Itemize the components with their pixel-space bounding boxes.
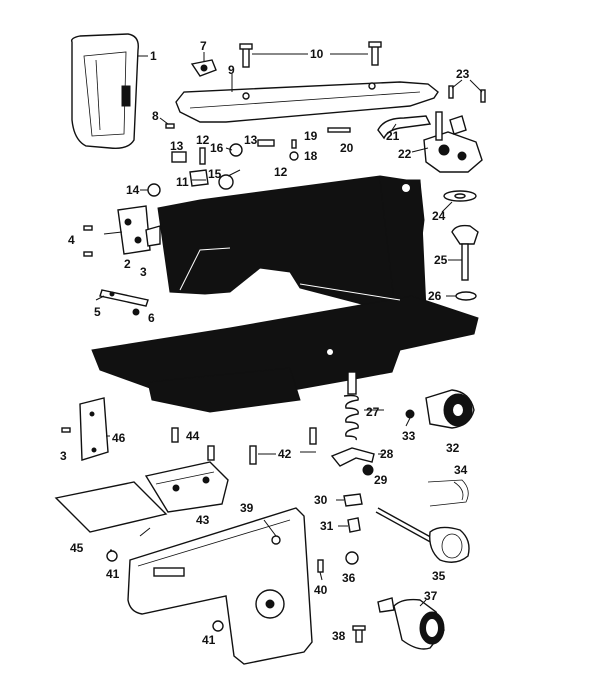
machine-body-casting xyxy=(91,175,479,413)
thread-guide-part-7 xyxy=(190,59,217,77)
callout-34: 34 xyxy=(454,463,468,477)
washer-part-24 xyxy=(443,190,477,202)
callout-40: 40 xyxy=(314,583,328,597)
callout-42: 42 xyxy=(278,447,292,461)
screw-part-38 xyxy=(352,625,366,643)
lever-part-28 xyxy=(330,447,375,476)
screw-part-42 xyxy=(249,427,317,465)
washer-part-26 xyxy=(455,291,477,301)
callout-23: 23 xyxy=(456,67,470,81)
leader-lines xyxy=(95,52,483,607)
callout-13a: 13 xyxy=(170,139,184,153)
screw-part-23 xyxy=(448,85,486,103)
screw-part-40 xyxy=(317,559,324,573)
callout-30: 30 xyxy=(314,493,328,507)
spring-part-27 xyxy=(343,371,359,441)
needle-bar-mechanism-part-22 xyxy=(423,111,483,173)
callout-9: 9 xyxy=(228,63,235,77)
callout-4: 4 xyxy=(68,233,75,247)
callout-32: 32 xyxy=(446,441,460,455)
callout-12a: 12 xyxy=(196,133,210,147)
small-part-36 xyxy=(345,551,359,565)
slide-plate-part-45 xyxy=(54,481,168,533)
callout-13b: 13 xyxy=(244,133,258,147)
screw-part-33 xyxy=(405,409,415,419)
bracket-part-46 xyxy=(61,397,109,461)
callout-25: 25 xyxy=(434,253,448,267)
callout-36: 36 xyxy=(342,571,356,585)
hand-wheel-assembly-part-32 xyxy=(425,389,475,429)
screw-part-8 xyxy=(165,123,175,129)
callout-15: 15 xyxy=(208,167,222,181)
callout-3a: 3 xyxy=(140,265,147,279)
hinge-bracket-part-2 xyxy=(83,205,161,257)
callout-22: 22 xyxy=(398,147,412,161)
callout-1: 1 xyxy=(150,49,157,63)
callout-41a: 41 xyxy=(106,567,120,581)
callout-2: 2 xyxy=(124,257,131,271)
callout-labels: 1 7 9 10 23 8 13 12 16 13 19 18 20 21 22… xyxy=(60,39,470,647)
thumb-screw-part-25 xyxy=(451,224,479,281)
callout-11: 11 xyxy=(176,175,189,189)
callout-38: 38 xyxy=(332,629,346,643)
callout-19: 19 xyxy=(304,129,318,143)
callout-14: 14 xyxy=(126,183,140,197)
base-cover-plate-part-39 xyxy=(127,507,313,665)
callout-33: 33 xyxy=(402,429,416,443)
callout-24: 24 xyxy=(432,209,446,223)
callout-12b: 12 xyxy=(274,165,288,179)
top-cover-plate-part xyxy=(175,81,439,123)
callout-6: 6 xyxy=(148,311,155,325)
callout-28: 28 xyxy=(380,447,394,461)
screw-part-44 xyxy=(171,427,215,461)
callout-39: 39 xyxy=(240,501,254,515)
callout-41b: 41 xyxy=(202,633,216,647)
callout-37: 37 xyxy=(424,589,438,603)
presser-bar-part-21 xyxy=(377,115,432,140)
callout-21: 21 xyxy=(386,129,400,143)
bracket-part-5 xyxy=(99,289,149,316)
callout-44: 44 xyxy=(186,429,200,443)
bobbin-case-part-34 xyxy=(427,479,469,507)
callout-7: 7 xyxy=(200,39,207,53)
motor-part-37 xyxy=(377,597,445,650)
callout-16: 16 xyxy=(210,141,224,155)
callout-3b: 3 xyxy=(60,449,67,463)
screw-part-41 xyxy=(106,550,224,632)
end-cover-part xyxy=(70,33,139,150)
callout-27: 27 xyxy=(366,405,380,419)
throat-plate-part-43 xyxy=(144,461,229,513)
callout-45: 45 xyxy=(70,541,84,555)
callout-10: 10 xyxy=(310,47,324,61)
callout-46: 46 xyxy=(112,431,126,445)
callout-20: 20 xyxy=(340,141,354,155)
callout-5: 5 xyxy=(94,305,101,319)
callout-26: 26 xyxy=(428,289,442,303)
bobbin-shaft-part-35 xyxy=(375,507,470,563)
callout-35: 35 xyxy=(432,569,446,583)
screw-part-10 xyxy=(239,41,382,68)
callout-29: 29 xyxy=(374,473,388,487)
callout-18: 18 xyxy=(304,149,318,163)
callout-43: 43 xyxy=(196,513,210,527)
callout-31: 31 xyxy=(320,519,334,533)
small-parts-30-31 xyxy=(343,493,363,533)
callout-8: 8 xyxy=(152,109,159,123)
